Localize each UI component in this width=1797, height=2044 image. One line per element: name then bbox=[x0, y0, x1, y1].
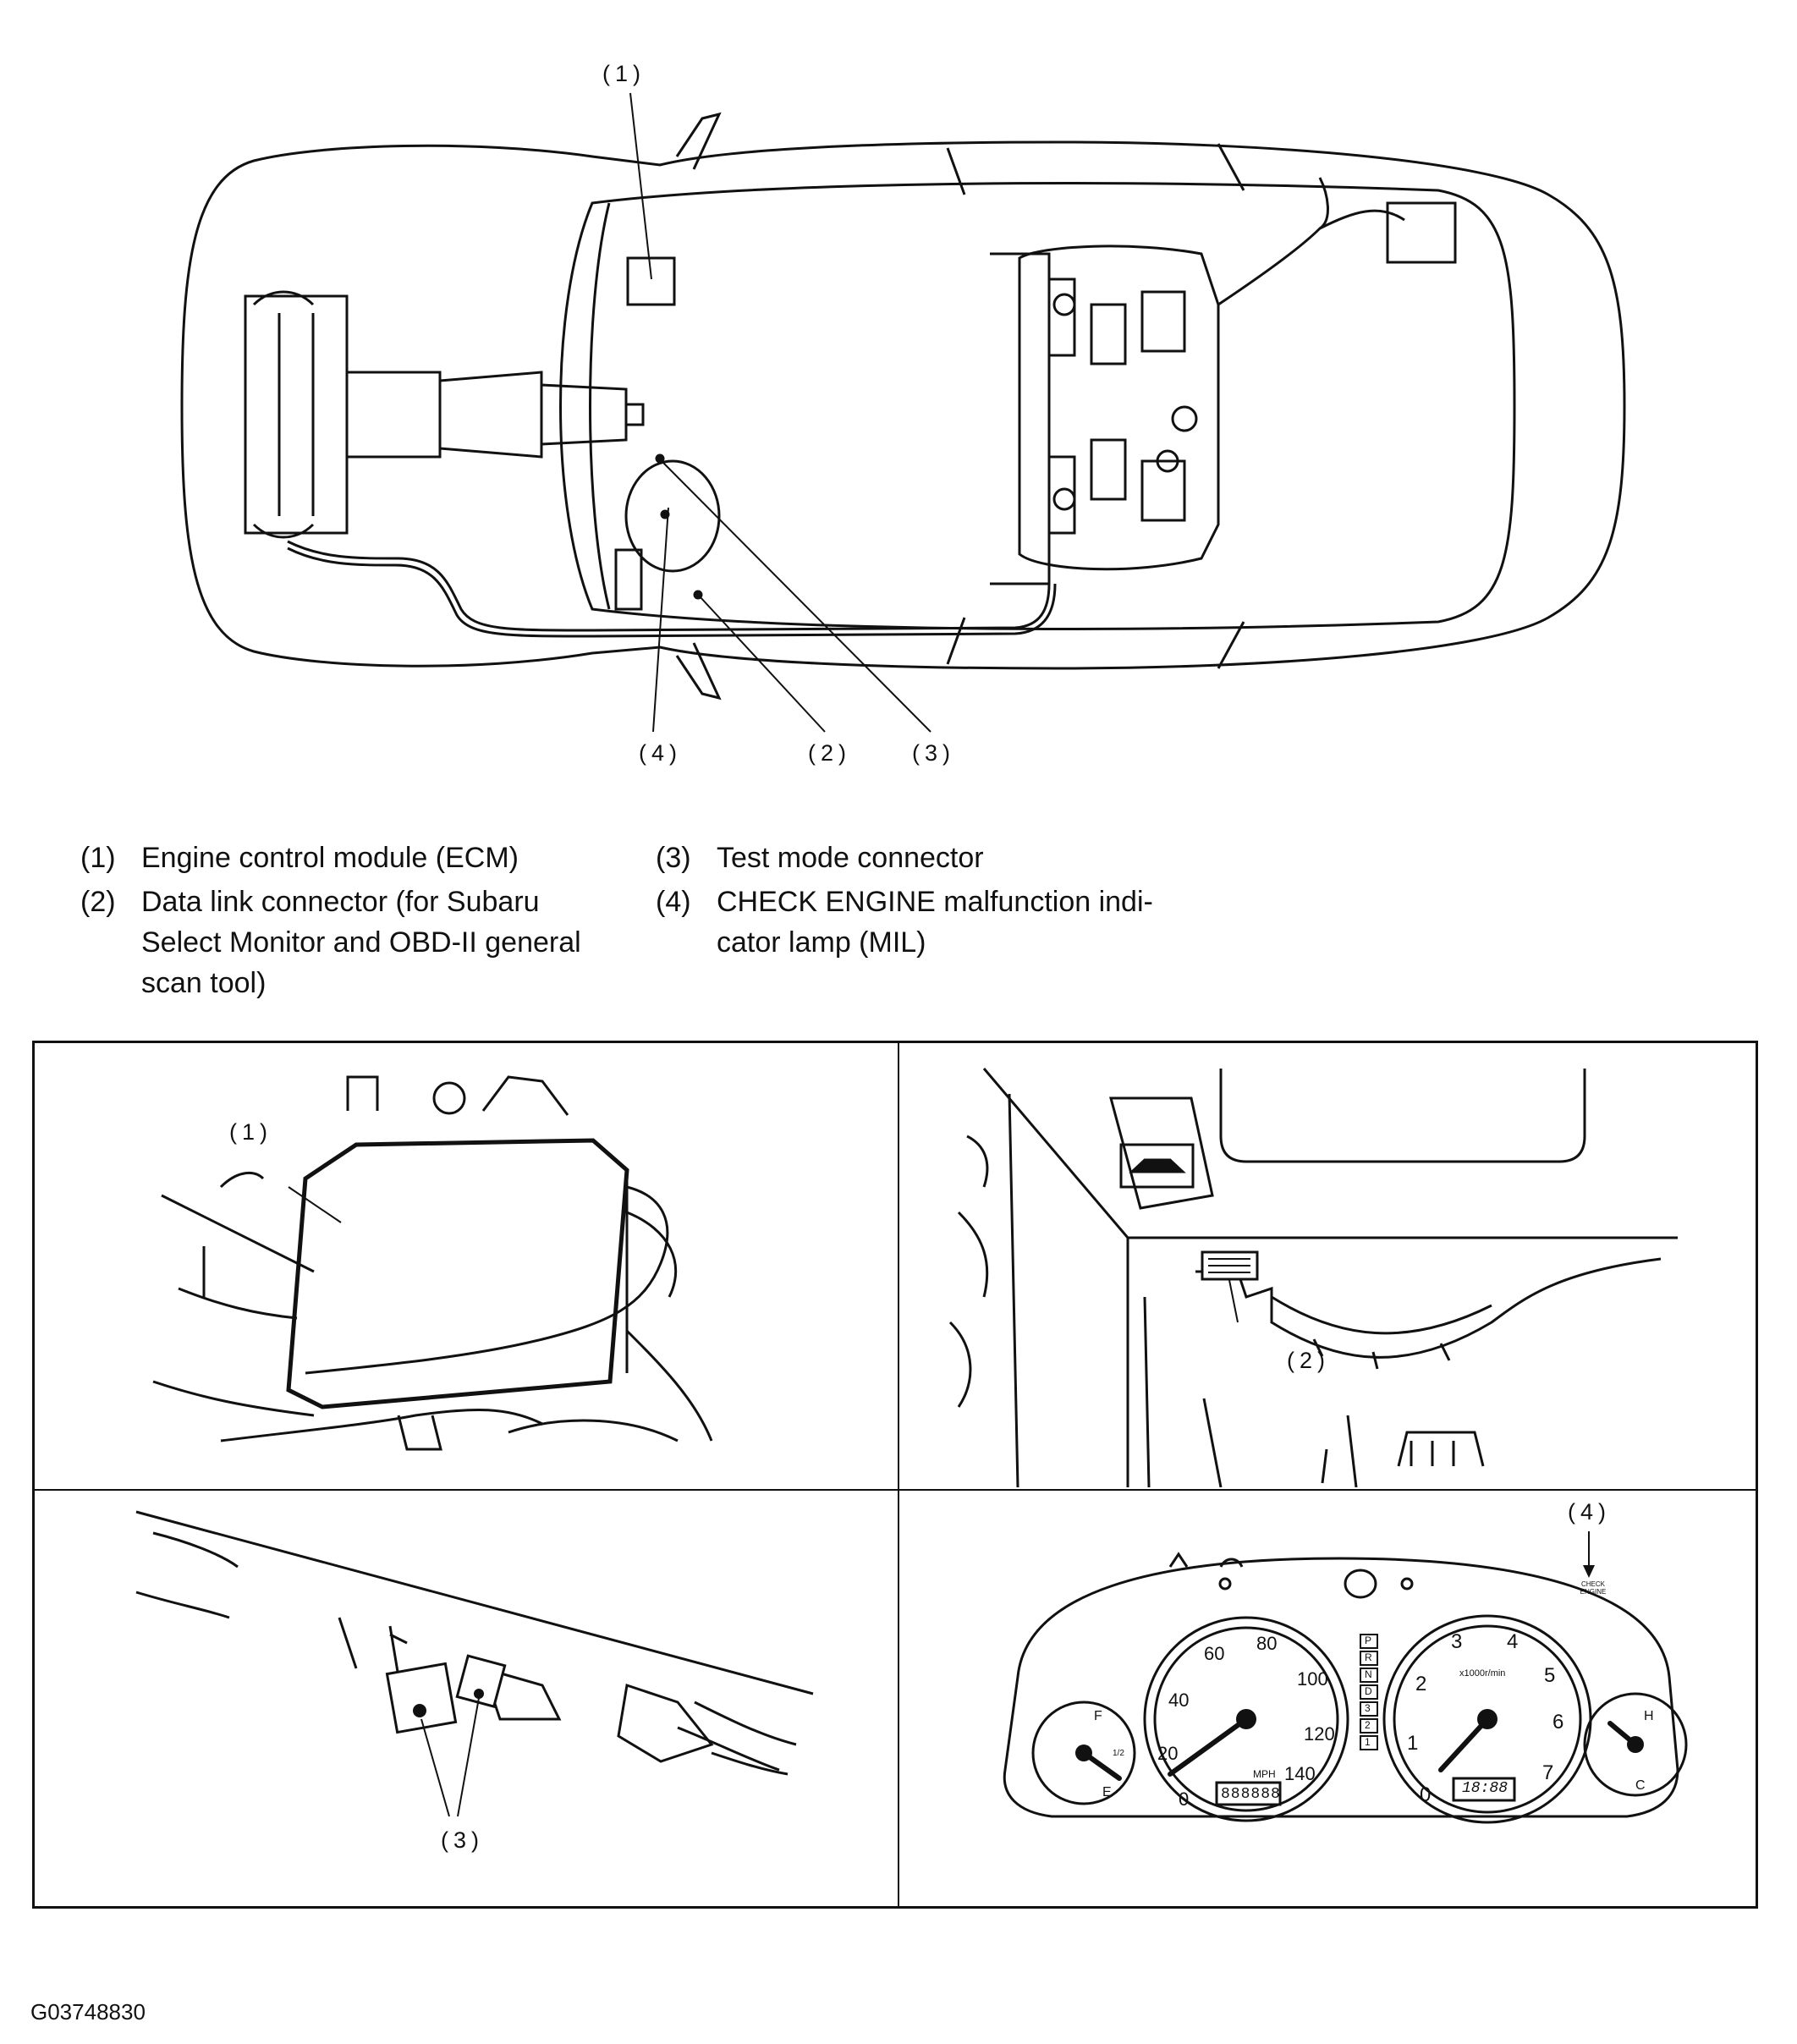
legend-text: Data link connector (for Subaru Select M… bbox=[141, 886, 581, 999]
callout-4-overview: (4) bbox=[639, 740, 682, 766]
legend-number: (4) bbox=[656, 886, 691, 918]
callout-2-overview: (2) bbox=[808, 740, 851, 766]
test-mode-drawing bbox=[35, 1491, 896, 1909]
gear-position: D bbox=[1365, 1685, 1372, 1697]
legend-text: Test mode connector bbox=[717, 842, 984, 874]
fuel-label: 1/2 bbox=[1113, 1749, 1124, 1758]
fuel-label: F bbox=[1094, 1709, 1102, 1723]
speedo-number: 0 bbox=[1179, 1788, 1190, 1810]
clock-display: 18:88 bbox=[1462, 1780, 1508, 1797]
fuel-label: E bbox=[1102, 1785, 1112, 1799]
speedo-number: 140 bbox=[1284, 1763, 1316, 1784]
tacho-unit: x1000r/min bbox=[1459, 1668, 1506, 1679]
callout-3-test-mode: (3) bbox=[441, 1827, 484, 1853]
panel-test-mode-connector: (3) bbox=[35, 1491, 896, 1909]
car-overview-drawing bbox=[0, 0, 1797, 795]
speedo-number: 120 bbox=[1304, 1723, 1335, 1745]
tacho-number: 1 bbox=[1407, 1732, 1419, 1755]
speedo-number: 60 bbox=[1204, 1643, 1225, 1664]
dlc-drawing bbox=[899, 1043, 1761, 1487]
tacho-number: 7 bbox=[1542, 1761, 1554, 1784]
tacho-number: 0 bbox=[1420, 1783, 1432, 1806]
panel-divider-vertical bbox=[898, 1043, 899, 1906]
gear-position: N bbox=[1365, 1668, 1372, 1680]
callout-1-overview: (1) bbox=[602, 61, 646, 86]
test-connector-b bbox=[457, 1656, 504, 1706]
cluster-drawing bbox=[899, 1491, 1761, 1909]
panel-ecm: (1) bbox=[35, 1043, 896, 1487]
tacho-number: 5 bbox=[1544, 1664, 1556, 1687]
callout-3-overview: (3) bbox=[912, 740, 955, 766]
speedo-number: 80 bbox=[1256, 1633, 1278, 1654]
tacho-number: 6 bbox=[1552, 1711, 1564, 1734]
panel-divider-horizontal bbox=[35, 1489, 1756, 1491]
gear-position: 1 bbox=[1365, 1736, 1371, 1748]
temp-label: H bbox=[1644, 1709, 1654, 1723]
legend-number: (3) bbox=[656, 842, 691, 874]
callout-1-ecm: (1) bbox=[229, 1119, 272, 1145]
test-connector-a bbox=[387, 1663, 455, 1732]
callout-2-dlc: (2) bbox=[1287, 1348, 1330, 1373]
figure-id: G03748830 bbox=[30, 1999, 146, 2025]
legend-text: Engine control module (ECM) bbox=[141, 842, 519, 874]
speedo-number: 20 bbox=[1157, 1743, 1179, 1764]
legend-text: CHECK ENGINE malfunction indi- cator lam… bbox=[717, 886, 1153, 959]
odometer-display: 888888 bbox=[1221, 1786, 1281, 1803]
check-engine-label: CHECK ENGINE bbox=[1580, 1580, 1607, 1596]
legend-number: (1) bbox=[80, 842, 116, 874]
speedo-number: 100 bbox=[1297, 1668, 1328, 1690]
legend-item-4: (4) CHECK ENGINE malfunction indi- cator… bbox=[656, 882, 1248, 966]
panel-instrument-cluster: (4) CHECK ENGINE 0 20 40 60 80 100 120 1… bbox=[899, 1491, 1761, 1909]
legend-item-1: (1) Engine control module (ECM) bbox=[80, 838, 622, 880]
legend-item-2: (2) Data link connector (for Subaru Sele… bbox=[80, 882, 673, 1008]
gear-position: 3 bbox=[1365, 1702, 1371, 1714]
gear-position: R bbox=[1365, 1651, 1372, 1663]
speedo-unit: MPH bbox=[1253, 1768, 1276, 1780]
overview-diagram: (1) (4) (2) (3) bbox=[0, 0, 1797, 795]
speedo-number: 40 bbox=[1168, 1690, 1190, 1711]
panel-data-link-connector: (2) bbox=[899, 1043, 1761, 1487]
tacho-number: 3 bbox=[1451, 1630, 1463, 1653]
ecm-drawing bbox=[35, 1043, 896, 1487]
gear-position: P bbox=[1365, 1635, 1372, 1646]
legend-number: (2) bbox=[80, 886, 116, 918]
gear-position: 2 bbox=[1365, 1719, 1371, 1731]
detail-panels-grid: (1) bbox=[32, 1041, 1758, 1909]
legend-item-3: (3) Test mode connector bbox=[656, 838, 1197, 880]
tacho-number: 4 bbox=[1507, 1630, 1519, 1653]
tacho-number: 2 bbox=[1415, 1673, 1427, 1695]
callout-4-cluster: (4) bbox=[1568, 1499, 1611, 1525]
temp-label: C bbox=[1635, 1778, 1646, 1793]
